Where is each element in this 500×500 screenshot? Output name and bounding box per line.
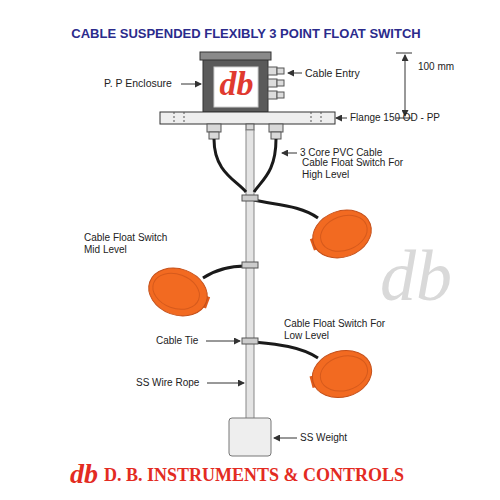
- pp-enclosure: [200, 52, 271, 112]
- gland-nut: [277, 80, 284, 86]
- diagram-title: CABLE SUSPENDED FLEXIBLY 3 POINT FLOAT S…: [0, 26, 496, 42]
- gland: [268, 91, 277, 99]
- dimension-line: [405, 55, 406, 116]
- cable-tie: [242, 262, 258, 268]
- cable-run: [214, 139, 246, 192]
- part-label: Cable Float Switch For High Level: [302, 157, 422, 181]
- gland: [207, 124, 221, 132]
- gland-nut: [277, 92, 284, 98]
- cable-run: [254, 342, 318, 358]
- company-name: D. B. INSTRUMENTS & CONTROLS: [104, 465, 404, 487]
- flange: [160, 112, 335, 124]
- part-label: Cable Float Switch For Low Level: [284, 318, 404, 342]
- part-label: Flange 150 OD - PP: [350, 112, 440, 124]
- leader-line: [206, 341, 240, 342]
- leader-line: [282, 153, 297, 154]
- cable-run: [254, 200, 318, 218]
- ss-weight: [229, 418, 271, 456]
- float-rim: [316, 209, 373, 257]
- float-switch-mid: [142, 260, 216, 324]
- gland: [269, 124, 283, 132]
- enclosure-lid: [200, 52, 271, 60]
- logo-mark: db: [213, 64, 260, 103]
- part-label: Cable Float Switch Mid Level: [84, 232, 176, 256]
- cable-tie: [242, 338, 258, 344]
- dimension-label: 100 mm: [418, 61, 454, 73]
- part-label: Cable Tie: [156, 335, 198, 347]
- watermark: db: [380, 240, 452, 312]
- float-switch-high: [304, 202, 378, 266]
- cable-run: [203, 266, 246, 278]
- float-body: [307, 344, 377, 404]
- gland-nut: [277, 68, 284, 74]
- float-switch-low: [305, 344, 377, 404]
- float-rim: [148, 267, 205, 315]
- gland-nut: [209, 132, 219, 139]
- ss-wire-rope: [246, 130, 254, 420]
- cable-tie: [242, 195, 258, 201]
- flange-holes: [174, 112, 321, 124]
- cable-ties: [242, 195, 258, 344]
- part-label: P. P Enclosure: [104, 77, 172, 90]
- leader-line: [181, 84, 201, 85]
- footer-logo: db: [70, 460, 98, 488]
- cable-run: [254, 139, 276, 192]
- leader-line: [207, 383, 244, 384]
- extension-line: [396, 53, 412, 54]
- rope-clamp: [246, 124, 254, 130]
- dimension-100mm: [396, 53, 412, 118]
- part-label: SS Weight: [300, 432, 347, 444]
- bottom-glands: [207, 124, 283, 139]
- leader-line: [274, 438, 297, 439]
- part-label: Cable Entry: [305, 67, 360, 80]
- float-body: [306, 202, 378, 266]
- cable-entry-glands: [268, 67, 284, 99]
- leader-line: [288, 73, 302, 74]
- enclosure-body: [203, 58, 268, 112]
- gland: [268, 79, 277, 87]
- leader-line: [336, 118, 347, 119]
- gland: [268, 67, 277, 75]
- float-body: [142, 260, 214, 324]
- part-label: SS Wire Rope: [136, 377, 199, 389]
- leader-lines: [181, 73, 347, 438]
- float-rim: [316, 351, 371, 396]
- flange-plate: [160, 112, 335, 124]
- gland-nut: [271, 132, 281, 139]
